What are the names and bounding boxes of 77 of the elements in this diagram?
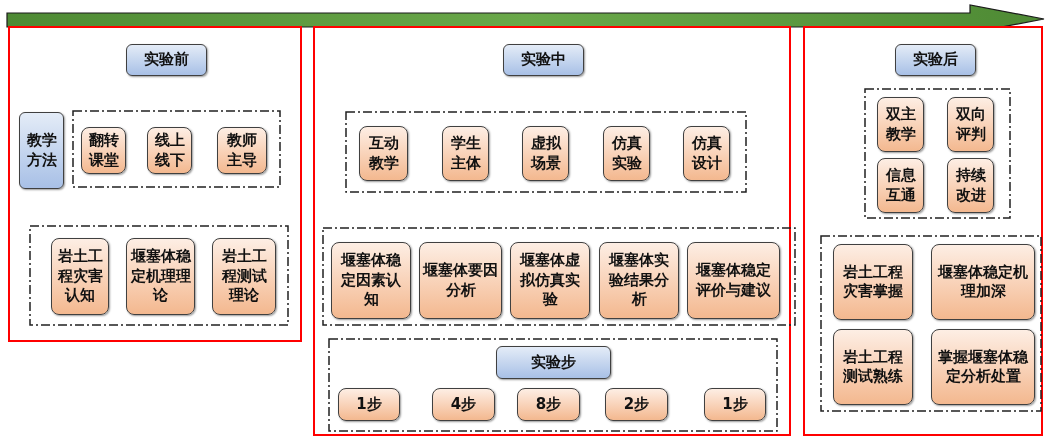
box-label: 4步 [449, 394, 478, 415]
box-label: 岩土工程测试理论 [220, 247, 268, 306]
dash-dot-group-box [322, 227, 796, 326]
box-label: 堰塞体要因分析 [421, 261, 499, 300]
box-label: 堰塞体稳定因素认知 [339, 251, 402, 310]
item-box [147, 127, 192, 174]
box-label: 实验前 [143, 50, 190, 70]
box-label: 2步 [622, 394, 651, 415]
dash-dot-group-box [820, 235, 1042, 412]
item-box [331, 242, 411, 319]
box-label: 实验后 [912, 50, 959, 70]
box-label: 堰塞体稳定机理加深 [936, 262, 1029, 302]
stage-panel [8, 26, 302, 342]
box-label: 翻转课堂 [87, 131, 120, 170]
item-box [947, 158, 994, 213]
item-box [877, 158, 924, 213]
box-label: 双向评判 [954, 105, 987, 144]
item-box [947, 97, 994, 152]
dash-dot-group-box [29, 225, 289, 326]
item-box [217, 127, 267, 174]
box-label: 岩土工程测试熟练 [842, 347, 904, 387]
item-box [517, 388, 580, 421]
item-box [931, 244, 1035, 320]
box-label: 教学方法 [25, 131, 58, 170]
item-box [605, 388, 668, 421]
box-label: 仿真实验 [610, 134, 643, 173]
item-box [833, 329, 913, 405]
box-label: 岩土工程灾害认知 [56, 247, 104, 306]
item-box [522, 126, 569, 181]
stage-header-box [19, 112, 64, 189]
item-box [432, 388, 495, 421]
item-box [599, 242, 679, 319]
box-label: 堰塞体稳定机理理论 [129, 247, 192, 306]
item-box [877, 97, 924, 152]
box-label: 仿真设计 [690, 134, 723, 173]
box-label: 实验中 [520, 50, 567, 70]
box-label: 学生主体 [449, 134, 482, 173]
item-box [603, 126, 650, 181]
stage-header-box [126, 44, 207, 76]
item-box [704, 388, 766, 421]
box-label: 岩土工程灾害掌握 [842, 262, 904, 302]
dash-dot-group-box [328, 338, 778, 432]
item-box [442, 126, 489, 181]
box-label: 堰塞体虚拟仿真实验 [518, 251, 581, 310]
item-box [683, 126, 730, 181]
item-box [687, 242, 780, 319]
dash-dot-group-box [72, 110, 281, 188]
dash-dot-group-box [864, 88, 1011, 219]
box-label: 持续改进 [954, 166, 987, 205]
item-box [359, 126, 408, 181]
box-label: 线上线下 [153, 131, 186, 170]
stage-header-box [503, 44, 584, 76]
box-label: 1步 [721, 394, 749, 415]
item-box [81, 127, 126, 174]
box-label: 虚拟场景 [529, 134, 562, 173]
item-box [51, 238, 109, 315]
box-label: 双主教学 [884, 105, 917, 144]
box-label: 1步 [355, 394, 383, 415]
item-box [126, 238, 195, 315]
box-label: 教师主导 [226, 131, 258, 170]
box-label: 堰塞体实验结果分析 [607, 251, 670, 310]
box-label: 堰塞体稳定评价与建议 [694, 261, 772, 300]
box-label: 掌握堰塞体稳定分析处置 [937, 347, 1029, 387]
item-box [338, 388, 400, 421]
stage-panel [803, 26, 1043, 436]
stage-header-box [895, 44, 976, 76]
item-box [833, 244, 913, 320]
item-box [419, 242, 502, 319]
item-box [931, 329, 1035, 405]
box-label: 实验步 [530, 352, 577, 373]
stage-header-box [496, 346, 611, 379]
dash-dot-group-box [345, 111, 747, 193]
item-box [510, 242, 590, 319]
item-box [212, 238, 276, 315]
box-label: 信息互通 [884, 166, 917, 205]
box-label: 互动教学 [367, 134, 400, 173]
box-label: 8步 [534, 394, 563, 415]
